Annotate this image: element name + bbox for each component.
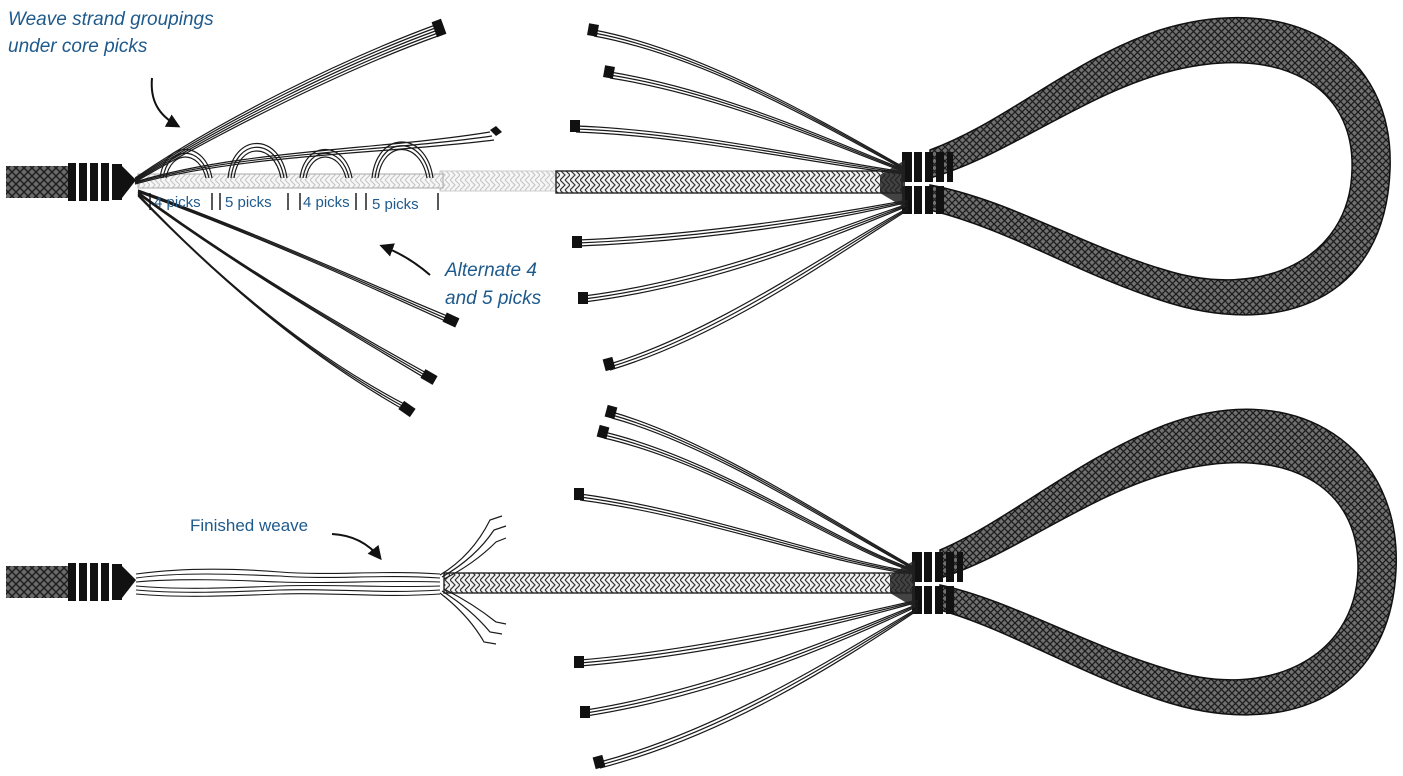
label-pick-4: 5 picks	[372, 196, 419, 213]
whipping-bands-top	[68, 163, 136, 201]
core-dark-bottom	[444, 573, 914, 593]
arrow-finished-weave	[332, 534, 380, 558]
strands-upper-right-top	[576, 30, 905, 174]
core-body-top	[138, 174, 443, 188]
strands-lower-left	[138, 190, 452, 412]
eye-loop-top	[930, 18, 1390, 315]
label-alternate-line1: Alternate 4	[444, 260, 537, 281]
top-right-eye-splice	[570, 18, 1390, 371]
label-pick-2: 5 picks	[225, 194, 272, 211]
strands-upper-right-bottom	[580, 412, 915, 574]
core-dark-top	[556, 171, 902, 193]
bottom-left-splice	[6, 516, 914, 644]
arrow-alternate-picks	[382, 246, 430, 275]
label-pick-3: 4 picks	[303, 194, 350, 211]
standing-rope-bottom	[6, 566, 70, 598]
strands-lower-right-bottom	[580, 600, 918, 768]
top-left-splice	[6, 19, 902, 417]
label-pick-1: 4 picks	[154, 194, 201, 211]
label-weave-groupings-line1: Weave strand groupings	[8, 9, 214, 30]
eye-loop-bottom	[940, 409, 1396, 715]
label-finished-weave: Finished weave	[190, 516, 308, 535]
standing-rope-top	[6, 166, 70, 198]
label-weave-groupings-line2: under core picks	[8, 36, 148, 57]
core-light-top	[440, 171, 558, 191]
whipping-bands-bottom	[68, 563, 136, 601]
label-alternate-line2: and 5 picks	[445, 288, 542, 309]
finished-weave-body	[136, 569, 440, 596]
strand-end-hook-top	[490, 126, 502, 136]
strands-upper-left	[135, 24, 494, 184]
arrow-weave-groupings	[152, 78, 178, 126]
strands-lower-right-top	[578, 200, 908, 370]
woven-loops-top	[160, 142, 433, 178]
